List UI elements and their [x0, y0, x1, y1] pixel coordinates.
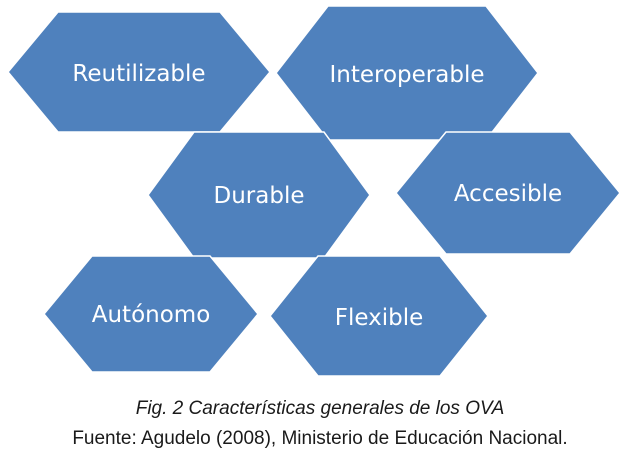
hex-node-autonomo: Autónomo: [43, 255, 259, 373]
hex-node-durable: Durable: [147, 131, 371, 259]
hex-node-accesible: Accesible: [395, 131, 621, 255]
hexagon-shape: [269, 255, 489, 377]
hex-label-interoperable: Interoperable: [330, 62, 485, 88]
hex-label-durable: Durable: [214, 183, 305, 209]
hexagon-shape: [43, 255, 259, 373]
hexagon-shape: [395, 131, 621, 255]
figure-source: Fuente: Agudelo (2008), Ministerio de Ed…: [72, 428, 568, 449]
hex-node-flexible: Flexible: [269, 255, 489, 377]
hex-label-autonomo: Autónomo: [92, 302, 211, 328]
hex-label-reutilizable: Reutilizable: [72, 61, 205, 87]
hex-label-accesible: Accesible: [454, 181, 562, 207]
hex-label-flexible: Flexible: [335, 305, 424, 331]
hex-node-reutilizable: Reutilizable: [7, 11, 271, 133]
hex-node-interoperable: Interoperable: [275, 5, 539, 141]
hexagon-shape: [7, 11, 271, 133]
figure-caption: Fig. 2 Características generales de los …: [135, 398, 505, 419]
